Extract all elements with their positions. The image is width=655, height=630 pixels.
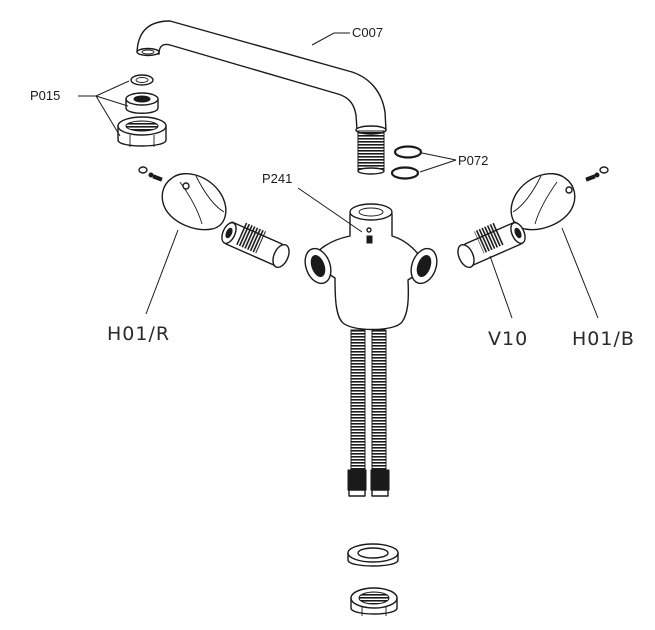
right-screw-part (585, 166, 609, 182)
label-c007: C007 (352, 25, 383, 40)
p015-washer-part (130, 74, 154, 86)
p072-o-rings (390, 145, 423, 180)
left-cartridge-part (221, 221, 290, 269)
mixer-body-part (304, 203, 438, 331)
label-v10: V10 (488, 328, 528, 350)
label-p072: P072 (458, 153, 488, 168)
left-handle-part (161, 173, 227, 231)
bottom-washer-part (347, 543, 399, 567)
supply-hoses (347, 329, 390, 497)
left-screw-part (138, 166, 163, 182)
labels: C007 P015 P072 P241 H01/R V10 H01/B (30, 25, 635, 350)
spout-part (136, 20, 387, 175)
right-cartridge-part (457, 221, 526, 269)
bottom-nut-part (350, 587, 398, 616)
label-h01b: H01/B (572, 328, 635, 350)
p015-nut-part (117, 116, 167, 147)
label-p015: P015 (30, 88, 60, 103)
right-handle-part (510, 173, 576, 231)
p015-cone-part (125, 92, 159, 114)
label-h01r: H01/R (107, 323, 170, 345)
leader-lines (78, 32, 599, 319)
label-p241: P241 (262, 171, 292, 186)
